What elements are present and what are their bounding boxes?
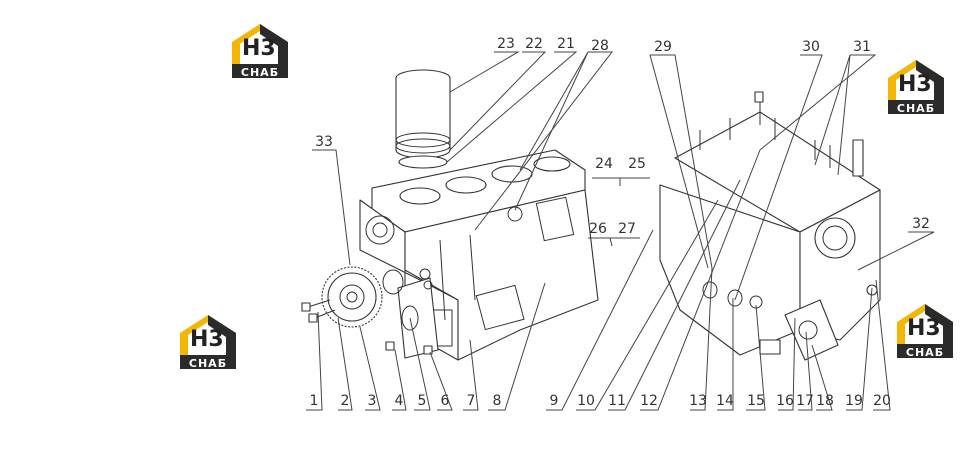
part-label-1: 1 [310,393,319,409]
watermark-logo-top-left: H3 CHAБ [228,22,292,79]
logo-text: CHAБ [905,346,945,359]
part-label-5: 5 [418,393,427,409]
cylinder-liner [395,69,451,169]
part-label-21: 21 [557,36,575,52]
part-label-15: 15 [747,393,765,409]
part-label-7: 7 [467,393,476,409]
part-label-4: 4 [395,393,404,409]
part-label-9: 9 [550,393,559,409]
part-label-13: 13 [689,393,707,409]
part-label-18: 18 [816,393,834,409]
logo-mark: H3 [242,36,276,61]
watermark-logo-bottom-left: H3 CHAБ [176,313,240,370]
logo-text: CHAБ [240,66,280,79]
part-label-3: 3 [368,393,377,409]
watermark-logo-bottom-right: H3 CHAБ [893,302,957,359]
part-number-labels: 1 2 3 4 5 6 7 8 9 10 11 12 13 14 15 16 1… [310,36,930,409]
part-label-8: 8 [493,393,502,409]
logo-mark: H3 [898,72,932,97]
part-label-24: 24 [595,156,613,172]
part-label-6: 6 [441,393,450,409]
part-label-30: 30 [802,39,820,55]
house-logo-icon [897,304,953,358]
house-logo-icon [180,315,236,369]
part-label-22: 22 [525,36,543,52]
part-label-32: 32 [912,216,930,232]
left-engine-block [359,149,599,361]
logo-text: CHAБ [188,357,228,370]
house-logo-icon [232,24,288,78]
logo-mark: H3 [190,327,224,352]
part-label-27: 27 [618,221,636,237]
timing-gear [321,266,404,328]
logo-text: CHAБ [896,102,936,115]
logo-mark: H3 [907,316,941,341]
part-label-26: 26 [589,221,607,237]
part-label-31: 31 [853,39,871,55]
part-label-25: 25 [628,156,646,172]
part-label-11: 11 [608,393,626,409]
part-label-33: 33 [315,134,333,150]
watermark-logo-top-right: H3 CHAБ [884,58,948,115]
part-label-17: 17 [796,393,814,409]
house-logo-icon [888,60,944,114]
part-label-14: 14 [716,393,734,409]
part-label-16: 16 [776,393,794,409]
right-engine-block [659,91,881,361]
part-label-29: 29 [654,39,672,55]
part-label-20: 20 [873,393,891,409]
part-label-12: 12 [640,393,658,409]
part-label-28: 28 [591,38,609,54]
leader-lines [306,51,935,411]
oil-pump-housing [397,268,439,359]
part-label-2: 2 [341,393,350,409]
part-label-19: 19 [845,393,863,409]
part-label-23: 23 [497,36,515,52]
part-label-10: 10 [577,393,595,409]
